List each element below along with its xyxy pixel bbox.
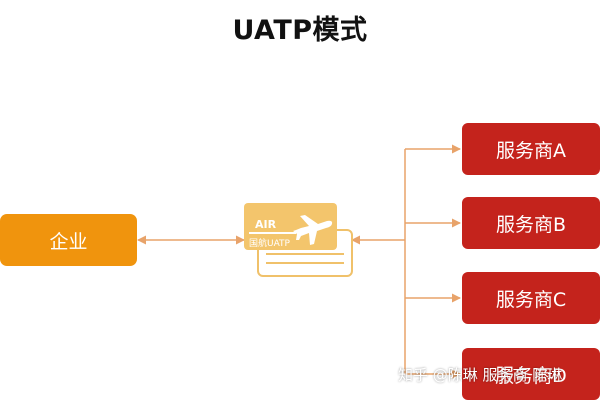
provider-label: 服务商B <box>495 213 567 236</box>
enterprise-label: 企业 <box>49 230 88 253</box>
uatp-ticket-icon: AIR 国航UATP <box>244 203 353 277</box>
provider-label: 服务商A <box>496 139 566 162</box>
page-title: UATP模式 <box>232 15 368 46</box>
provider-node-a: 服务商A <box>462 123 600 175</box>
hub-uatp-label: 国航UATP <box>249 237 291 249</box>
provider-node-c: 服务商C <box>462 272 600 324</box>
enterprise-node: 企业 <box>0 214 137 266</box>
provider-node-d: 服务商D <box>462 348 600 400</box>
provider-node-b: 服务商B <box>462 197 600 249</box>
airplane-icon <box>293 215 333 245</box>
watermark: 知乎 @陈琳 服务商 陈琳 <box>398 366 563 384</box>
provider-label: 服务商C <box>495 288 567 311</box>
provider-label: 服务商D <box>495 364 567 387</box>
hub-air-label: AIR <box>255 218 277 231</box>
